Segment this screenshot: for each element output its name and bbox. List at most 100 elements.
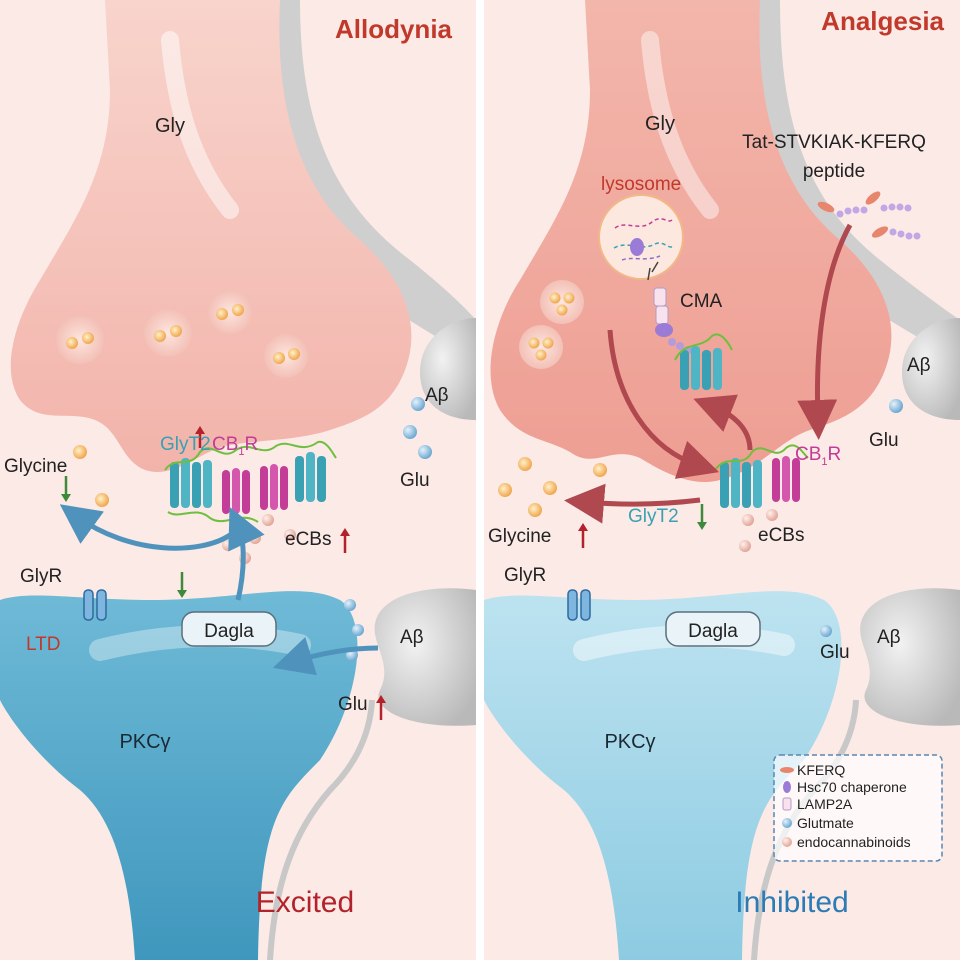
presynaptic-highlight — [641, 31, 719, 219]
endocannabinoid-molecule — [262, 514, 274, 526]
legend-label: Hsc70 chaperone — [797, 779, 907, 795]
vesicle — [519, 325, 563, 369]
glyr-channel — [567, 589, 591, 621]
panel-divider — [476, 0, 484, 960]
internalization-arrow — [693, 394, 753, 451]
glutamate-molecule — [411, 397, 425, 411]
glyr-label: GlyR — [20, 566, 62, 587]
cma-label: CMA — [680, 291, 723, 312]
protein-loops — [164, 440, 337, 471]
pkc-label: PKCγ — [119, 731, 170, 753]
gly-label: Gly — [645, 113, 675, 135]
glutamate-molecule — [352, 624, 364, 636]
legend-label: KFERQ — [797, 762, 845, 778]
glycine-release-arrow — [564, 483, 701, 524]
ecb-release-arrow — [228, 506, 265, 601]
legend-label: Glutmate — [797, 815, 854, 831]
glyr-decrease-arrow — [177, 572, 187, 598]
cb1-receptor — [260, 464, 288, 510]
lamp2a-icon — [782, 797, 792, 811]
trafficking-arrow — [607, 329, 720, 479]
lamp2a-link — [647, 267, 651, 281]
postsynaptic-dendrite — [0, 591, 358, 960]
abeta-label-top: Aβ — [907, 355, 931, 376]
abeta-terminal-bottom — [374, 588, 476, 726]
glutamate-molecule — [820, 625, 832, 637]
abeta-label-bottom: Aβ — [400, 627, 424, 648]
state-label: Excited — [256, 886, 354, 919]
endocannabinoid-molecule — [739, 540, 751, 552]
receptor-cluster-right — [714, 444, 809, 508]
tat-peptide — [817, 191, 921, 240]
left-synapse: Allodynia Gly GlyT2 CB1R Glycine Glu Aβ … — [0, 0, 476, 960]
glycine-molecule — [95, 493, 109, 507]
vesicle — [144, 309, 192, 357]
cb1-receptor — [222, 468, 250, 514]
glyt2-label: GlyT2 — [160, 434, 211, 455]
glyr-channel — [83, 589, 107, 621]
glyt2-decrease-arrow — [697, 504, 707, 530]
peptide-entry-arrow — [797, 223, 853, 440]
glu-label-bottom: Glu — [338, 694, 368, 715]
gly-label: Gly — [155, 115, 185, 137]
vesicle — [208, 290, 252, 334]
peptide-label-line1: Tat-STVKIAK-KFERQ — [742, 132, 926, 153]
legend: KFERQ Hsc70 chaperone LAMP2A Glutmate en… — [773, 754, 943, 862]
lysosome-label: lysosome — [601, 174, 681, 195]
dagla-box — [181, 611, 277, 647]
pkc-label: PKCγ — [604, 731, 655, 753]
vesicle — [56, 316, 104, 364]
abeta-terminal-top — [902, 318, 960, 420]
glutamate-molecule — [418, 445, 432, 459]
kferq-icon — [780, 767, 794, 773]
glycine-molecule — [543, 481, 557, 495]
glu-label-top: Glu — [869, 430, 899, 451]
abeta-terminal-top — [420, 318, 476, 420]
glutamate-molecule — [403, 425, 417, 439]
glyt2-increase-arrow — [195, 426, 205, 448]
postsynaptic-outline — [267, 699, 375, 960]
glycine-uptake-arrow — [59, 504, 232, 551]
abeta-label-top: Aβ — [425, 385, 449, 406]
dagla-label: Dagla — [688, 621, 738, 642]
endocannabinoid-molecule — [249, 532, 261, 544]
state-label: Inhibited — [735, 886, 848, 919]
glyt2-transporter — [295, 452, 326, 502]
legend-label: endocannabinoids — [797, 834, 911, 850]
vesicle — [540, 280, 584, 324]
cb1r-label: CB1R — [795, 444, 841, 468]
dagla-label: Dagla — [204, 621, 254, 642]
glyr-label: GlyR — [504, 565, 546, 586]
glycine-molecule — [528, 503, 542, 517]
endocannabinoid-icon — [782, 837, 792, 847]
internalized-glyt2 — [674, 333, 733, 390]
lysosome — [598, 194, 684, 280]
glutamate-icon — [782, 818, 792, 828]
presynaptic-terminal — [10, 0, 412, 473]
vesicle — [264, 334, 308, 378]
condition-title: Allodynia — [335, 14, 453, 44]
glycine-molecule — [73, 445, 87, 459]
endocannabinoid-molecule — [766, 509, 778, 521]
ecbs-label: eCBs — [758, 525, 804, 546]
glial-sheath-top — [712, 0, 960, 360]
glycine-molecule — [518, 457, 532, 471]
presynaptic-highlight — [161, 31, 239, 219]
ecb-increase-arrow — [340, 528, 350, 553]
cb1r-label: CB1R — [212, 434, 258, 458]
presynaptic-terminal — [490, 0, 892, 482]
condition-title: Analgesia — [821, 6, 944, 36]
glyt2-transporter — [170, 458, 212, 508]
endocannabinoid-molecule — [284, 529, 296, 541]
hsc70-icon — [783, 781, 791, 793]
legend-label: LAMP2A — [797, 796, 853, 812]
ecbs-label: eCBs — [285, 529, 331, 550]
postsynaptic-dendrite — [484, 591, 842, 960]
receptor-cluster-left — [164, 440, 337, 523]
glycine-molecule — [593, 463, 607, 477]
glu-increase-arrow — [376, 695, 386, 720]
glial-sheath-top — [240, 0, 476, 360]
glutamate-molecule — [889, 399, 903, 413]
right-synapse: Analgesia Gly Tat-STVKIAK-KFERQ peptide … — [484, 0, 960, 960]
